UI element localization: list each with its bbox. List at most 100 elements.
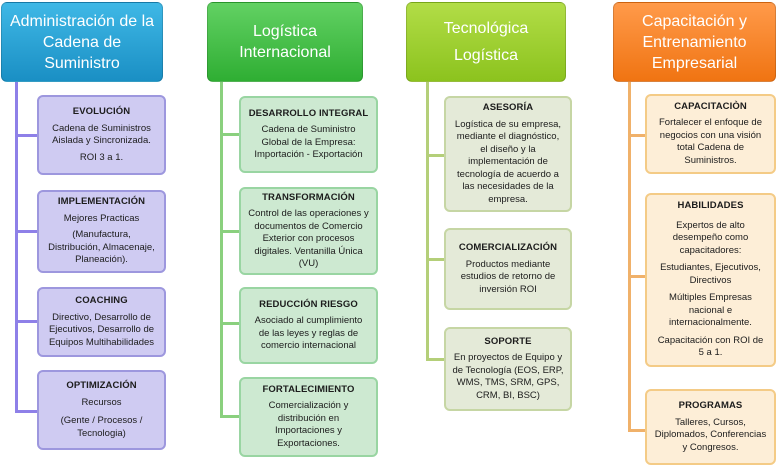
box-title: COMERCIALIZACIÓN — [458, 242, 558, 253]
box-line: Importaciones y — [274, 425, 343, 437]
box-line: estudios de retorno de — [460, 271, 556, 282]
box-line: capacitadores: — [679, 244, 742, 256]
box-line: Directivos — [689, 274, 732, 286]
header-line: Tecnológica — [443, 20, 529, 37]
connector-horizontal — [628, 275, 647, 278]
box-title: TRANSFORMACIÓN — [262, 191, 355, 203]
box-line: Tecnologia) — [77, 427, 126, 439]
box-line: Productos mediante — [465, 258, 551, 270]
box-evolucion: EVOLUCIÓN Cadena de Suministros Aislada … — [37, 95, 166, 175]
header-line: Administración de la — [9, 12, 155, 30]
box-line: Cadena de Suministros — [52, 122, 151, 134]
box-line: Ejecutivos, Desarrollo de — [48, 324, 155, 335]
box-title: COACHING — [75, 295, 128, 306]
box-line: negocios con una visión — [659, 129, 762, 141]
box-line: Logística de su empresa, — [454, 118, 562, 130]
box-line: Global de la Empresa: — [261, 136, 356, 148]
box-line: Importación - Exportación — [254, 149, 363, 160]
box-line: (VU) — [298, 258, 319, 269]
header-line: Suministro — [44, 54, 120, 72]
box-line: y Congresos. — [682, 441, 739, 453]
header-line: Capacitación y — [642, 12, 747, 30]
connector-horizontal — [220, 415, 240, 418]
box-line: WMS, TMS, SRM, GPS, — [456, 377, 560, 389]
box-line: Cadena de Suministro — [261, 124, 356, 135]
box-line: Control de las operaciones y — [248, 208, 369, 219]
box-desarrollo-integral: DESARROLLO INTEGRAL Cadena de Suministro… — [239, 96, 378, 173]
connector-horizontal — [426, 258, 446, 261]
box-optimizacion: OPTIMIZACIÓN Recursos (Gente / Procesos … — [37, 370, 166, 450]
box-title: OPTIMIZACIÓN — [66, 380, 137, 391]
box-line: las necesidades de la — [462, 181, 554, 192]
box-line: Fortalecer el enfoque de — [659, 117, 762, 129]
box-coaching: COACHING Directivo, Desarrollo de Ejecut… — [37, 287, 166, 357]
header-tecnologica-logistica: Tecnológica Logística — [406, 2, 566, 82]
box-line: Directivo, Desarrollo de — [52, 311, 151, 323]
box-line: Aislada y Sincronizada. — [52, 135, 151, 146]
connector-horizontal — [426, 358, 446, 361]
header-line: Entrenamiento — [642, 33, 747, 51]
box-line: Comercialización y — [268, 400, 349, 412]
connector-horizontal — [426, 154, 446, 157]
box-line: inversión ROI — [479, 283, 537, 295]
box-line: 5 a 1. — [698, 347, 723, 359]
box-title: SOPORTE — [484, 335, 532, 347]
header-line: Logística — [252, 23, 318, 40]
box-implementacion: IMPLEMENTACIÓN Mejores Practicas (Manufa… — [37, 190, 166, 273]
box-reduccion-riesgo: REDUCCIÓN RIESGO Asociado al cumplimient… — [239, 287, 378, 364]
box-programas: PROGRAMAS Talleres, Cursos, Diplomados, … — [645, 389, 776, 465]
box-title: EVOLUCIÓN — [72, 106, 131, 117]
box-asesoria: ASESORÍA Logística de su empresa, median… — [444, 96, 572, 212]
box-line: mediante el diagnóstico, — [456, 131, 560, 142]
box-line: CRM, BI, BSC) — [476, 389, 540, 401]
box-line: Capacitación con ROI de — [657, 334, 764, 346]
box-line: Asociado al cumplimiento — [254, 315, 363, 326]
box-line: comercio internacional — [260, 340, 357, 351]
box-line: Exportaciones. — [277, 437, 340, 449]
connector-horizontal — [15, 320, 38, 323]
box-line: distribución en — [277, 412, 340, 424]
box-line: desempeño como — [672, 232, 749, 244]
box-title: CAPACITACIÒN — [674, 100, 747, 112]
box-title: IMPLEMENTACIÓN — [57, 196, 146, 208]
connector-vertical — [15, 82, 18, 412]
box-habilidades: HABILIDADES Expertos de alto desempeño c… — [645, 193, 776, 367]
box-line: Múltiples Empresas — [669, 292, 752, 304]
box-line: Exterior con procesos — [262, 233, 355, 244]
connector-vertical — [426, 82, 429, 360]
box-line: Suministros. — [684, 154, 737, 166]
box-line: tecnología de acuerdo a — [457, 168, 559, 180]
box-line: Equipos Multihabilidades — [48, 336, 155, 348]
header-line: Empresarial — [651, 54, 738, 72]
box-line: Planeación). — [75, 254, 128, 266]
box-line: de las leyes y reglas de — [258, 327, 359, 339]
header-logistica-internacional: Logística Internacional — [207, 2, 363, 82]
box-line: Recursos — [81, 396, 122, 408]
box-line: Diplomados, Conferencias — [654, 429, 767, 440]
box-line: En proyectos de Equipo y — [453, 352, 563, 364]
box-line: (Gente / Procesos / — [60, 415, 143, 426]
connector-horizontal — [15, 134, 38, 137]
box-line: internacionalmente. — [669, 317, 752, 329]
box-transformacion: TRANSFORMACIÓN Control de las operacione… — [239, 187, 378, 275]
box-line: el diseño y la — [480, 143, 536, 155]
box-soporte: SOPORTE En proyectos de Equipo y de Tecn… — [444, 327, 572, 411]
connector-vertical — [628, 82, 631, 432]
box-line: empresa. — [488, 193, 528, 205]
box-title: DESARROLLO INTEGRAL — [248, 107, 369, 119]
connector-horizontal — [628, 429, 647, 432]
box-line: ROI 3 a 1. — [79, 151, 124, 163]
box-line: total Cadena de — [676, 142, 745, 154]
box-comercializacion: COMERCIALIZACIÓN Productos mediante estu… — [444, 228, 572, 310]
box-capacitacion: CAPACITACIÒN Fortalecer el enfoque de ne… — [645, 94, 776, 174]
box-title: PROGRAMAS — [678, 400, 743, 411]
box-line: Expertos de alto — [676, 219, 745, 231]
box-line: digitales. Ventanilla Única — [254, 245, 363, 257]
header-line: Logística — [453, 47, 519, 64]
box-line: (Manufactura, — [72, 229, 131, 241]
box-line: documentos de Comercio — [254, 220, 363, 232]
box-line: implementación de — [468, 156, 548, 167]
box-line: Distribución, Almacenaje, — [48, 241, 155, 253]
box-line: nacional e — [688, 304, 733, 316]
header-capacitacion-entrenamiento: Capacitación y Entrenamiento Empresarial — [613, 2, 776, 82]
